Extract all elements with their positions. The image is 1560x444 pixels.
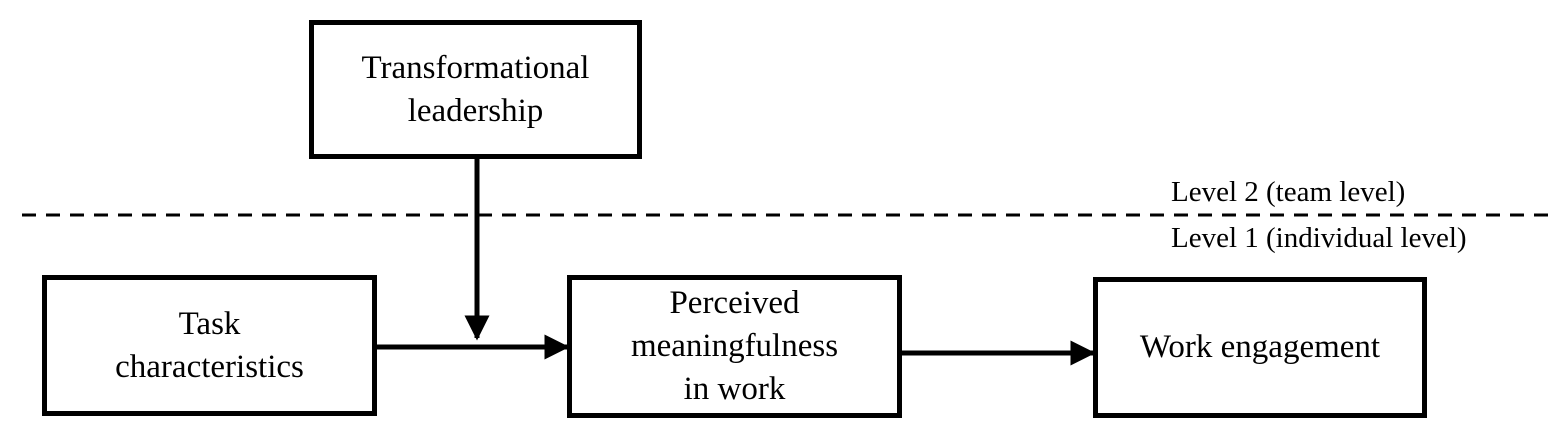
node-work-engagement: Work engagement [1093, 277, 1427, 418]
node-perceived-meaningfulness: Perceived meaningfulness in work [567, 275, 902, 418]
node-label-line: meaningfulness [630, 328, 839, 364]
level-1-label: Level 1 (individual level) [1171, 222, 1467, 254]
node-label-line: Transformational [361, 49, 590, 86]
node-task-characteristics: Task characteristics [42, 275, 377, 416]
level-2-label: Level 2 (team level) [1171, 176, 1406, 208]
node-transformational-leadership: Transformational leadership [309, 20, 642, 159]
node-label-line: Work engagement [1139, 329, 1381, 365]
node-label-line: in work [683, 371, 786, 407]
node-label-line: Task [178, 305, 241, 342]
node-label-line: leadership [407, 92, 544, 129]
node-label-line: characteristics [115, 348, 304, 385]
node-label-line: Perceived [669, 285, 800, 321]
